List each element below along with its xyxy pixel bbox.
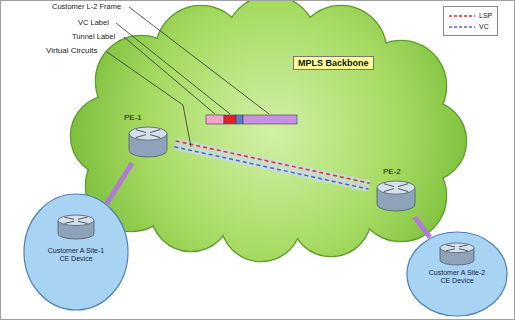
router-arrow xyxy=(398,184,408,187)
frame-segment xyxy=(243,115,297,124)
router-arrow xyxy=(384,184,394,187)
router-top xyxy=(377,181,415,194)
legend-row: VC xyxy=(449,21,492,32)
router-arrow xyxy=(78,221,88,223)
callout-label: VC Label xyxy=(77,18,110,27)
cloud-fill xyxy=(221,181,301,261)
router-arrow xyxy=(446,249,455,251)
router-symbol xyxy=(440,243,474,265)
tunnel-label-segment xyxy=(206,115,224,124)
legend-line xyxy=(449,26,475,28)
site-outline xyxy=(24,194,128,310)
router-name: PE-2 xyxy=(383,167,401,176)
router-top xyxy=(58,215,94,226)
router-top xyxy=(129,127,167,140)
legend-sample xyxy=(449,24,475,30)
vc-label-segment xyxy=(224,115,236,124)
cloud-edge xyxy=(356,151,446,241)
router-arrow xyxy=(78,217,88,219)
router-top xyxy=(440,243,474,253)
callout-label: Virtual Circuits xyxy=(45,46,98,55)
cloud-fill xyxy=(291,176,371,256)
legend-line xyxy=(449,15,475,17)
router-arrow xyxy=(459,249,468,251)
router-arrow xyxy=(150,130,160,133)
pe-router: PE-1 xyxy=(121,113,175,163)
labelled-packet xyxy=(206,115,297,124)
callout-label: Tunnel Label xyxy=(71,32,116,41)
router-arrow xyxy=(398,189,408,192)
legend-text: VC xyxy=(479,23,489,30)
legend-row: LSP xyxy=(449,10,492,21)
customer-site: Customer A Site-2 CE Device xyxy=(406,231,508,317)
callout-label: Customer L-2 Frame xyxy=(51,2,122,11)
router-arrow xyxy=(64,217,74,219)
router-arrow xyxy=(64,221,74,223)
site-outline xyxy=(407,232,507,316)
router-arrow xyxy=(150,135,160,138)
router-symbol xyxy=(58,215,94,239)
legend-text: LSP xyxy=(479,12,492,19)
customer-site: Customer A Site-1 CE Device xyxy=(23,193,129,311)
router-name: PE-1 xyxy=(124,113,142,122)
cloud-fill xyxy=(356,151,446,241)
router-arrow xyxy=(136,135,146,138)
cloud-edge xyxy=(221,181,301,261)
header-segment xyxy=(236,115,243,124)
network-title: MPLS Backbone xyxy=(293,56,374,70)
site-name: Customer A Site-2 CE Device xyxy=(424,269,490,285)
router-arrow xyxy=(384,189,394,192)
site-name: Customer A Site-1 CE Device xyxy=(43,247,109,263)
router-symbol xyxy=(377,181,415,211)
router-symbol xyxy=(129,127,167,157)
router-arrow xyxy=(446,245,455,247)
pe-router: PE-2 xyxy=(369,167,423,217)
legend-box: LSP VC xyxy=(443,6,498,36)
cloud-edge xyxy=(291,176,371,256)
router-arrow xyxy=(136,130,146,133)
legend-sample xyxy=(449,13,475,19)
router-arrow xyxy=(459,245,468,247)
cloud-body xyxy=(71,0,466,261)
